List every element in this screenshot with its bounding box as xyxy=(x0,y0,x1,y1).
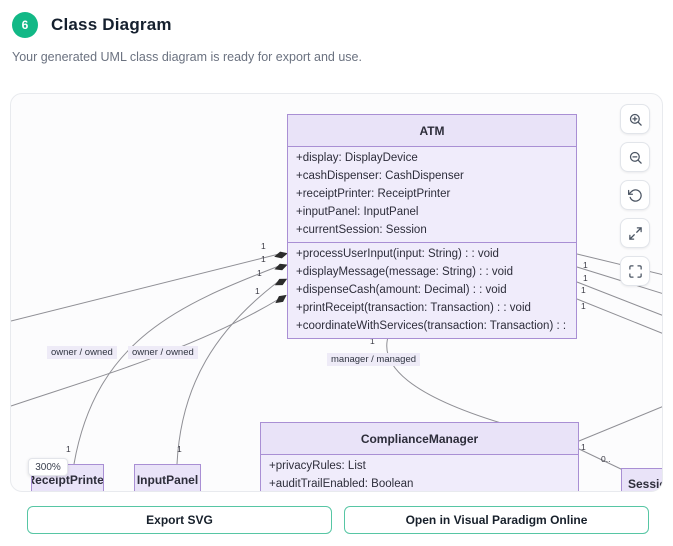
class-methods: +processUserInput(input: String) : : voi… xyxy=(288,243,576,338)
attribute: +inputPanel: InputPanel xyxy=(296,206,419,218)
class-attributes: +display: DisplayDevice +cashDispenser: … xyxy=(288,147,576,243)
class-box-atm[interactable]: ATM +display: DisplayDevice +cashDispens… xyxy=(287,114,577,339)
open-visual-paradigm-button[interactable]: Open in Visual Paradigm Online xyxy=(344,506,649,534)
zoom-in-button[interactable] xyxy=(620,104,650,134)
multiplicity-label: 1 xyxy=(583,260,588,270)
multiplicity-label: 0.. xyxy=(601,454,611,464)
method: +displayMessage(message: String) : : voi… xyxy=(296,266,514,278)
expand-button[interactable] xyxy=(620,218,650,248)
connector-lines xyxy=(11,251,662,471)
method: +dispenseCash(amount: Decimal) : : void xyxy=(296,284,507,296)
method: +coordinateWithServices(transaction: Tra… xyxy=(296,320,568,332)
attribute: +auditTrailEnabled: Boolean xyxy=(269,478,414,490)
multiplicity-label: 1 xyxy=(581,285,586,295)
fullscreen-button[interactable] xyxy=(620,256,650,286)
multiplicity-label: 1 xyxy=(261,254,266,264)
expand-arrows-icon xyxy=(628,226,642,240)
diagram-canvas[interactable]: 1 1 1 1 1 1 1 1 1 1 1 1 0.. owner / owne… xyxy=(10,93,663,492)
rotate-ccw-icon xyxy=(627,188,642,202)
step-number-badge: 6 xyxy=(12,12,38,38)
zoom-out-icon xyxy=(629,151,642,164)
zoom-level-badge: 300% xyxy=(28,458,68,476)
export-svg-button[interactable]: Export SVG xyxy=(27,506,332,534)
page-header: 6 Class Diagram xyxy=(12,12,172,38)
page-subtitle: Your generated UML class diagram is read… xyxy=(12,50,362,64)
attribute: +cashDispenser: CashDispenser xyxy=(296,170,464,182)
class-title: InputPanel xyxy=(135,465,200,491)
edge-label-owner-owned-2: owner / owned xyxy=(128,346,198,359)
composition-diamond-icons xyxy=(274,251,288,304)
multiplicity-label: 1 xyxy=(255,286,260,296)
canvas-toolbar xyxy=(620,104,650,286)
class-title: ComplianceManager xyxy=(261,423,578,455)
multiplicity-label: 1 xyxy=(581,442,586,452)
attribute: +display: DisplayDevice xyxy=(296,152,418,164)
multiplicity-label: 1 xyxy=(370,336,375,346)
edge-label-manager-managed: manager / managed xyxy=(327,353,421,366)
fullscreen-brackets-icon xyxy=(628,264,642,278)
class-title: Session xyxy=(622,469,662,491)
multiplicity-label: 1 xyxy=(177,444,182,454)
class-attributes: +privacyRules: List +auditTrailEnabled: … xyxy=(261,455,578,491)
zoom-in-icon xyxy=(629,113,642,126)
multiplicity-label: 1 xyxy=(66,444,71,454)
multiplicity-label: 1 xyxy=(257,268,262,278)
method: +processUserInput(input: String) : : voi… xyxy=(296,248,499,260)
footer-actions: Export SVG Open in Visual Paradigm Onlin… xyxy=(27,506,649,534)
attribute: +receiptPrinter: ReceiptPrinter xyxy=(296,188,451,200)
method: +printReceipt(transaction: Transaction) … xyxy=(296,302,531,314)
edge-label-owner-owned-1: owner / owned xyxy=(47,346,117,359)
page-title: Class Diagram xyxy=(51,15,172,34)
multiplicity-label: 1 xyxy=(583,273,588,283)
zoom-out-button[interactable] xyxy=(620,142,650,172)
multiplicity-label: 1 xyxy=(581,301,586,311)
class-box-input-panel[interactable]: InputPanel xyxy=(134,464,201,491)
class-box-session[interactable]: Session xyxy=(621,468,662,491)
multiplicity-label: 1 xyxy=(261,241,266,251)
attribute: +currentSession: Session xyxy=(296,224,427,236)
reset-view-button[interactable] xyxy=(620,180,650,210)
class-box-compliance-manager[interactable]: ComplianceManager +privacyRules: List +a… xyxy=(260,422,579,491)
class-title: ATM xyxy=(288,115,576,147)
attribute: +privacyRules: List xyxy=(269,460,366,472)
